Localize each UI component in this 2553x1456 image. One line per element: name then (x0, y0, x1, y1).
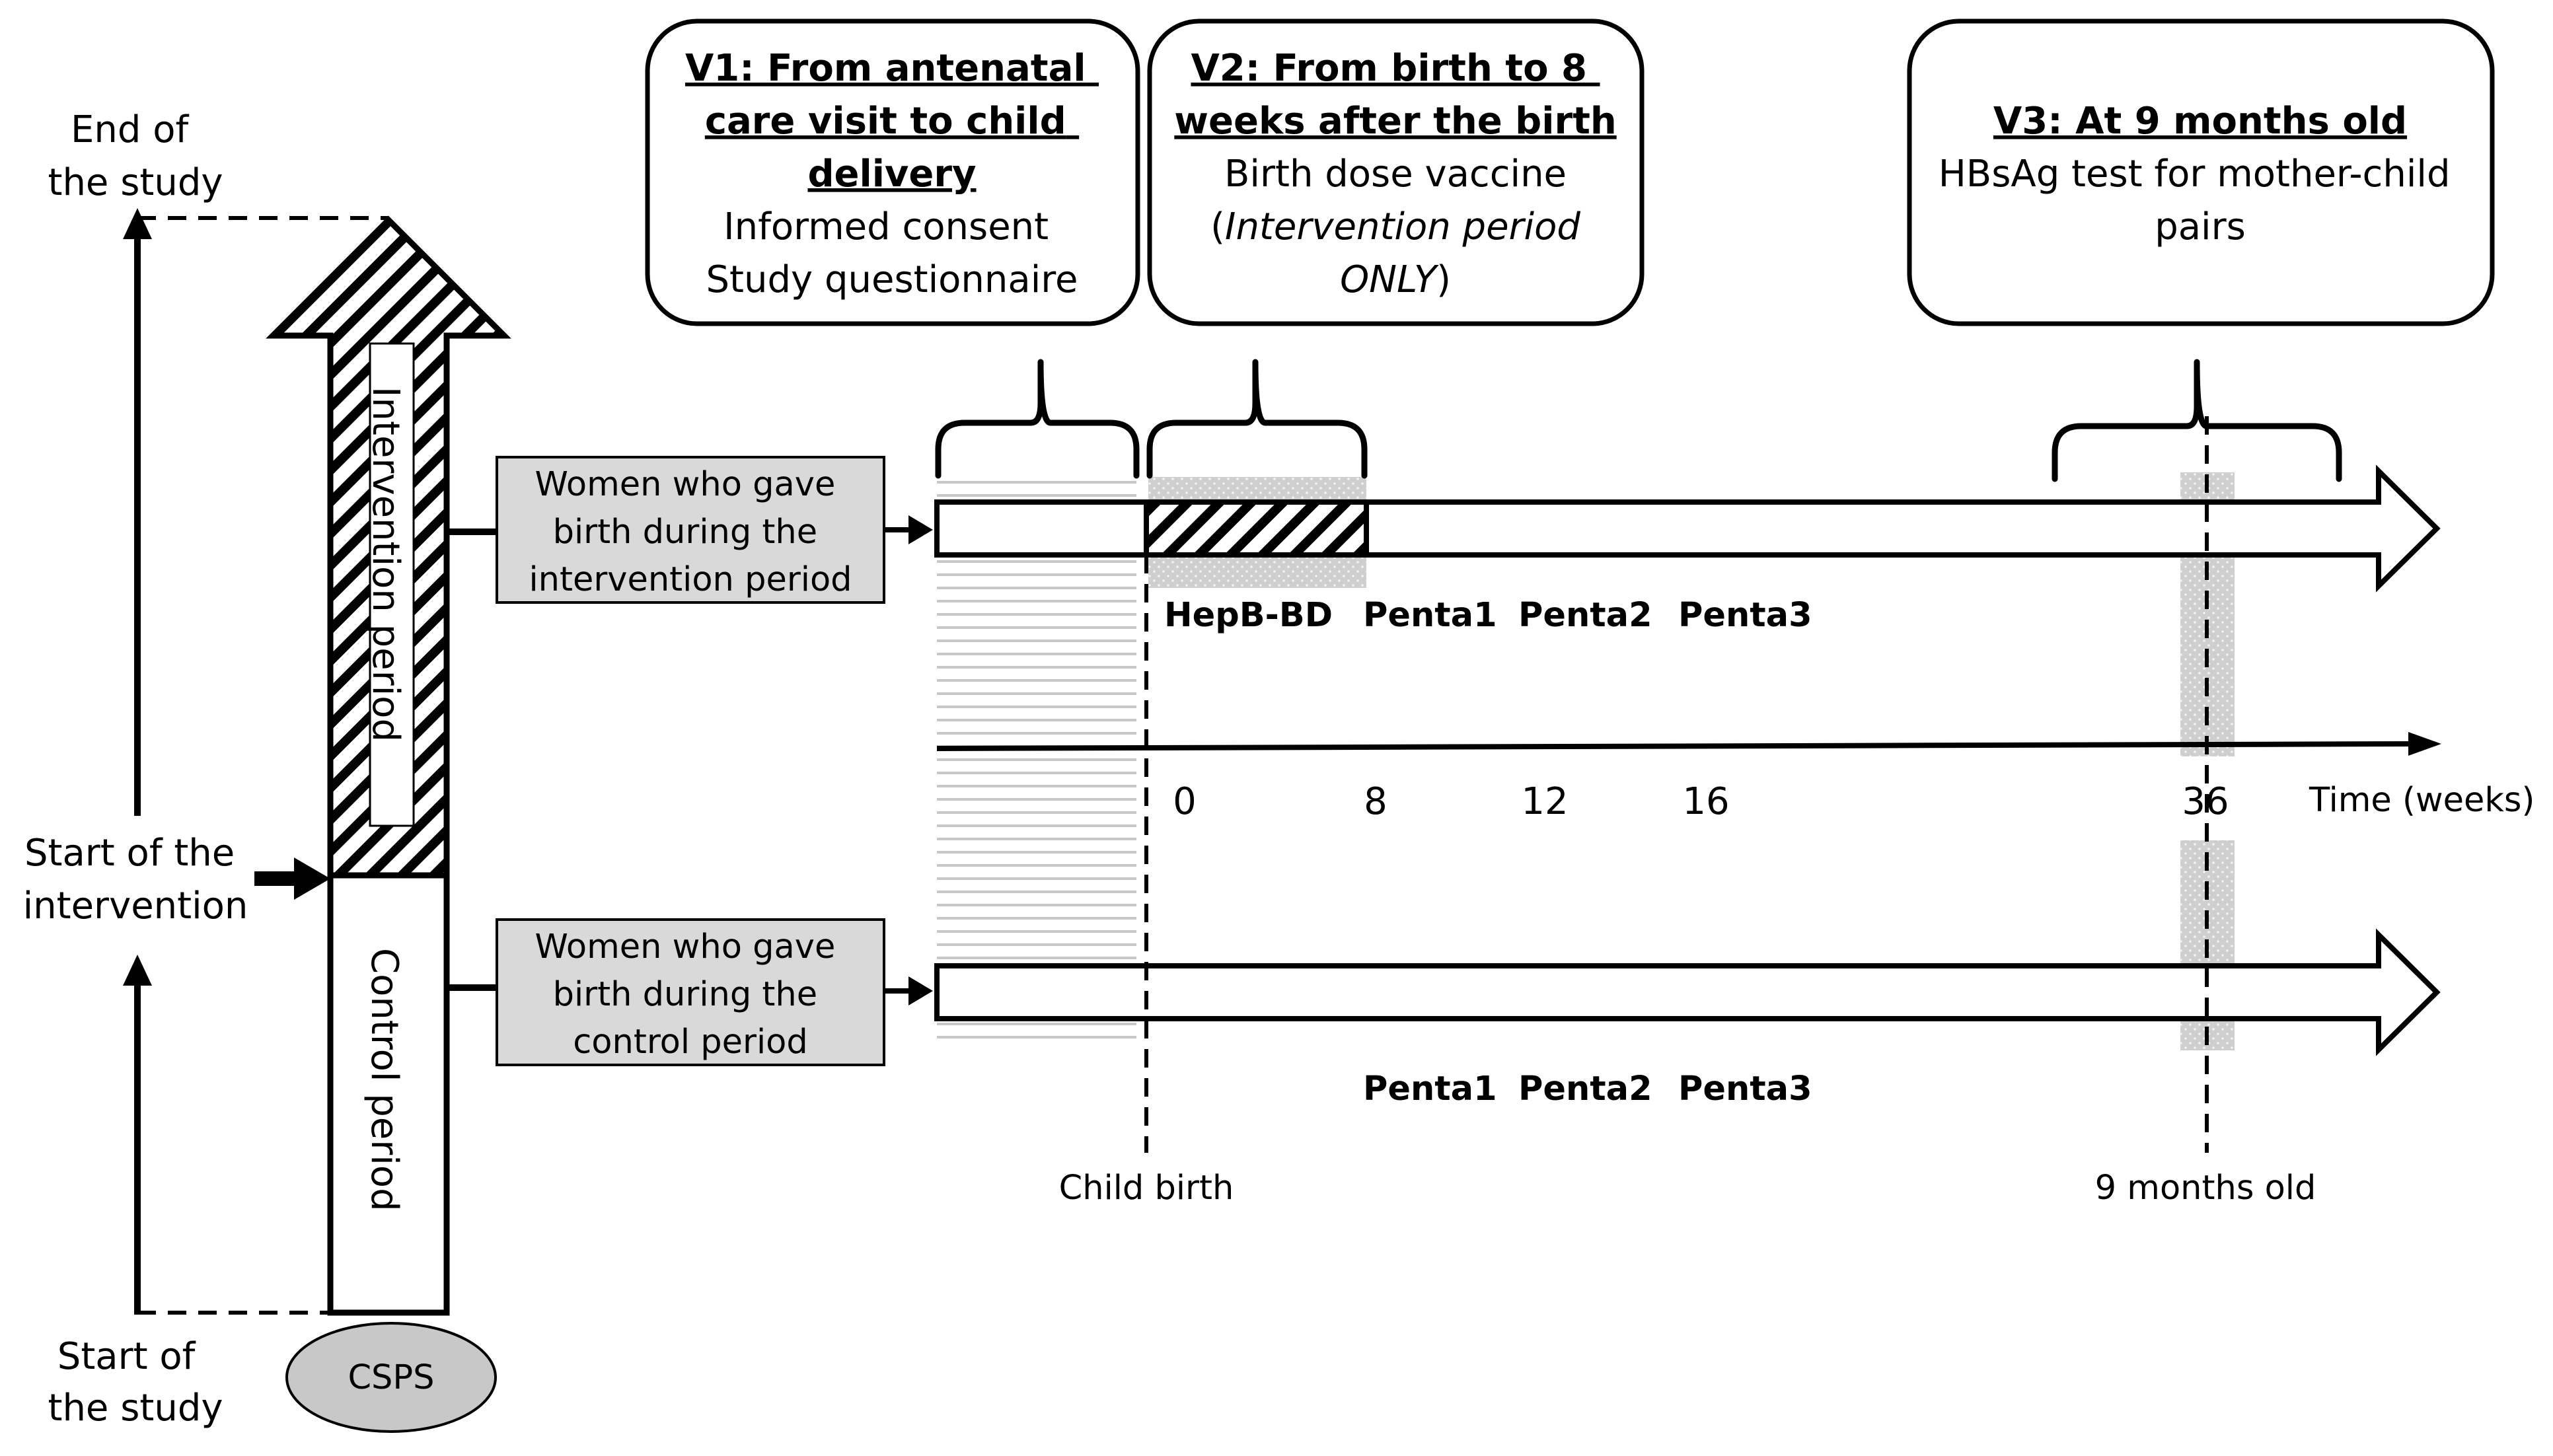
intervention-group-box (496, 456, 885, 604)
start-intervention-pointer-head (294, 857, 330, 900)
visit-v3-box (1907, 18, 2495, 326)
vaccine-penta2: Penta2 (1518, 596, 1652, 635)
csps-site-ellipse (285, 1322, 497, 1433)
visit-v2-title: V2: From birth to 8 weeks after the birt… (1174, 47, 1616, 143)
visit-v2-box (1147, 18, 1645, 326)
intervention-timeline (934, 464, 2441, 593)
control-group-label: Women who gave birth during the control … (535, 928, 846, 1062)
birth-dose-hatched-segment (1144, 499, 1369, 558)
time-axis: 0 8 12 16 36 Time (weeks) (936, 732, 2534, 823)
control-timeline-arrow (934, 928, 2441, 1056)
start-of-study-label: Start of the study (48, 1335, 223, 1430)
nine-months-label: 9 months old (2095, 1169, 2316, 1208)
visit-v3: V3: At 9 months old HBsAg test for mothe… (1907, 18, 2495, 326)
control-vaccine-penta1: Penta1 (1363, 1070, 1497, 1109)
period-column: Intervention period Control period CSPS (266, 215, 511, 1433)
tick-label-12: 12 (1521, 780, 1568, 823)
lower-arrow-head (123, 955, 152, 986)
upper-arrow-head (123, 208, 152, 239)
visit-v3-details: HBsAg test for mother-child pairs (1939, 153, 2462, 248)
tick-label-0: 0 (1173, 780, 1197, 823)
control-vaccine-penta2: Penta2 (1518, 1070, 1652, 1109)
visit-v3-title: V3: At 9 months old (1993, 100, 2407, 143)
control-vaccines: Penta1 Penta2 Penta3 (1363, 1070, 1812, 1109)
control-period-box (327, 872, 450, 1316)
visit-v2-line2: (Intervention period (1210, 205, 1580, 248)
time-axis-arrow-head (2408, 732, 2441, 756)
left-axis: End of the study Start of the interventi… (23, 108, 388, 1430)
child-birth-label: Child birth (1059, 1169, 1234, 1208)
control-group: Women who gave birth during the control … (447, 918, 933, 1066)
vaccine-penta1: Penta1 (1363, 596, 1497, 635)
visit-v1-title: V1: From antenatal care visit to child d… (685, 47, 1099, 196)
time-axis-line (936, 741, 2416, 751)
vaccine-hepb-bd: HepB-BD (1164, 596, 1333, 635)
start-of-intervention-label: Start of the intervention (23, 832, 248, 928)
antenatal-lined-band (937, 477, 1136, 1048)
visit-v1: V1: From antenatal care visit to child d… (645, 18, 1140, 326)
control-group-arrow-head (908, 976, 933, 1005)
intervention-label-box (369, 342, 415, 827)
v1-brace (935, 359, 1140, 479)
tick-label-16: 16 (1682, 780, 1729, 823)
tick-label-8: 8 (1364, 780, 1388, 823)
v2-brace (1146, 359, 1368, 479)
csps-label: CSPS (348, 1358, 434, 1397)
visit-v1-details: Informed consent Study questionnaire (706, 205, 1078, 301)
intervention-group: Women who gave birth during the interven… (447, 456, 933, 604)
end-of-study-label: End of the study (48, 108, 223, 204)
intervention-period-label: Intervention period (364, 386, 407, 742)
v3-brace (2052, 359, 2342, 482)
visit-v2-line3: ONLY) (1340, 258, 1451, 301)
intervention-vaccines: HepB-BD Penta1 Penta2 Penta3 (1164, 596, 1812, 635)
control-vaccine-penta3: Penta3 (1678, 1070, 1812, 1109)
control-period-label: Control period (363, 948, 406, 1212)
visit-v1-box (645, 18, 1140, 326)
visit-v2-line1: Birth dose vaccine (1224, 153, 1567, 196)
visit-v2: V2: From birth to 8 weeks after the birt… (1147, 18, 1645, 326)
time-axis-label: Time (weeks) (2309, 781, 2534, 820)
vaccine-penta3: Penta3 (1678, 596, 1812, 635)
intervention-group-label: Women who gave birth during the interven… (529, 465, 852, 599)
control-group-box (496, 918, 885, 1066)
intervention-group-arrow-head (908, 515, 933, 544)
